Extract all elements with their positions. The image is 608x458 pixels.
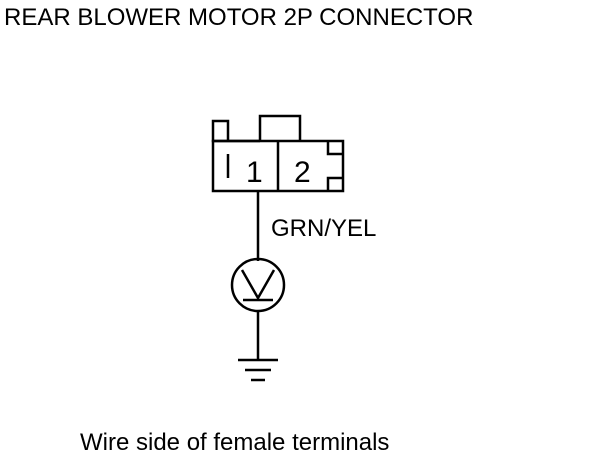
ground-icon — [238, 358, 278, 382]
terminal-2-label: 2 — [294, 156, 311, 189]
connector-housing — [211, 114, 345, 193]
diagram-title: REAR BLOWER MOTOR 2P CONNECTOR — [4, 4, 473, 31]
diagram-caption: Wire side of female terminals — [80, 429, 389, 456]
terminal-1-label: 1 — [246, 156, 263, 189]
wire-color-label: GRN/YEL — [271, 215, 376, 242]
voltmeter-icon — [230, 257, 286, 313]
